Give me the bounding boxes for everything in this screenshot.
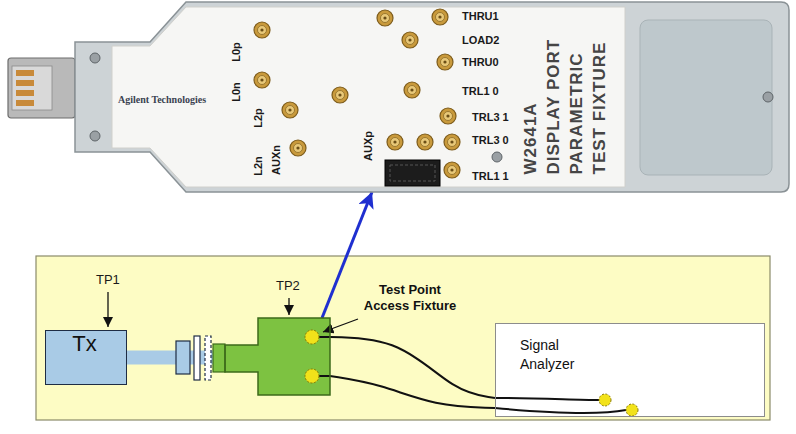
pointer-arrow	[323, 319, 358, 332]
test-point-label: TP1	[96, 272, 120, 287]
sma-connector	[377, 10, 393, 26]
screw	[90, 131, 100, 141]
node-outline-path	[225, 318, 330, 395]
node-outline-path	[75, 2, 789, 192]
fixture-plug	[213, 344, 225, 372]
sma-connector	[387, 134, 403, 150]
sma-connector	[437, 54, 453, 70]
pin-header-pins	[390, 165, 435, 181]
product-title: W2641A DISPLAY PORT PARAMETRIC TEST FIXT…	[519, 30, 611, 175]
port-label: TRL1 1	[472, 170, 509, 182]
port-label: THRU0	[462, 56, 499, 68]
label-sticker	[112, 7, 625, 187]
analyzer-fill	[495, 323, 765, 417]
background-panel	[36, 256, 770, 420]
brand-name: Agilent Technologies	[118, 94, 206, 105]
test-point	[305, 330, 319, 344]
usb-plug-face	[12, 66, 52, 110]
port-label: AUXp	[362, 131, 374, 161]
sma-connector	[332, 87, 348, 103]
port-label: THRU1	[462, 10, 499, 22]
board-end-window	[640, 20, 772, 175]
screw	[90, 53, 100, 63]
cable-connector	[176, 341, 190, 374]
port-label: TRL3 0	[472, 134, 509, 146]
cable-stub	[319, 375, 330, 377]
cable-end	[495, 408, 626, 413]
probe-cable	[330, 337, 495, 398]
port-label: L0n	[230, 82, 242, 102]
sma-connector	[440, 108, 456, 124]
connector-flange	[205, 336, 211, 380]
port-label: AUXn	[270, 145, 282, 175]
board-body	[75, 2, 789, 192]
signal-analyzer-box: Signal Analyzer	[495, 323, 765, 417]
node-label: Tx	[46, 331, 123, 357]
sma-connector	[404, 82, 420, 98]
usb-contact	[16, 70, 34, 76]
port-label: L2p	[252, 108, 264, 128]
screw	[492, 152, 502, 162]
analyzer-input	[626, 404, 638, 416]
port-label: L2n	[252, 156, 264, 176]
screw	[763, 92, 773, 102]
sma-connector	[432, 9, 448, 25]
port-label: L0p	[230, 42, 242, 62]
connector-flange	[194, 336, 200, 380]
pointer-arrow	[107, 292, 108, 327]
analyzer-input	[599, 394, 611, 406]
usb-contact	[16, 100, 34, 106]
sma-connector	[282, 102, 298, 118]
transmitter-box: Tx	[45, 330, 127, 385]
port-label: TRL3 1	[472, 111, 509, 123]
pointer-arrow	[288, 298, 289, 315]
fixture-fill	[225, 318, 330, 395]
port-label: LOAD2	[462, 34, 499, 46]
sma-connector	[290, 140, 306, 156]
fixture-heading: Test Point Access Fixture	[355, 282, 465, 314]
cable-end	[495, 398, 599, 400]
usb-contact	[16, 80, 34, 86]
sma-connector	[254, 72, 270, 88]
port-label: TRL1 0	[462, 85, 499, 97]
test-point	[305, 369, 319, 383]
pin-header	[385, 160, 440, 186]
access-fixture: Test Point Access Fixture	[225, 318, 330, 395]
test-fixture-board: Agilent Technologies W2641A DISPLAY PORT …	[75, 2, 789, 192]
node-label: Signal Analyzer	[520, 336, 600, 374]
sma-connector	[417, 134, 433, 150]
usb-contact	[16, 90, 34, 96]
sma-connector	[402, 32, 418, 48]
node-outline	[225, 318, 330, 395]
sma-connector	[444, 162, 460, 178]
sma-connector	[254, 22, 270, 38]
cable-stub	[319, 336, 330, 338]
sma-connector	[444, 134, 460, 150]
probe-cable	[330, 376, 495, 408]
usb-plug	[8, 58, 75, 118]
test-point-label: TP2	[276, 278, 300, 293]
